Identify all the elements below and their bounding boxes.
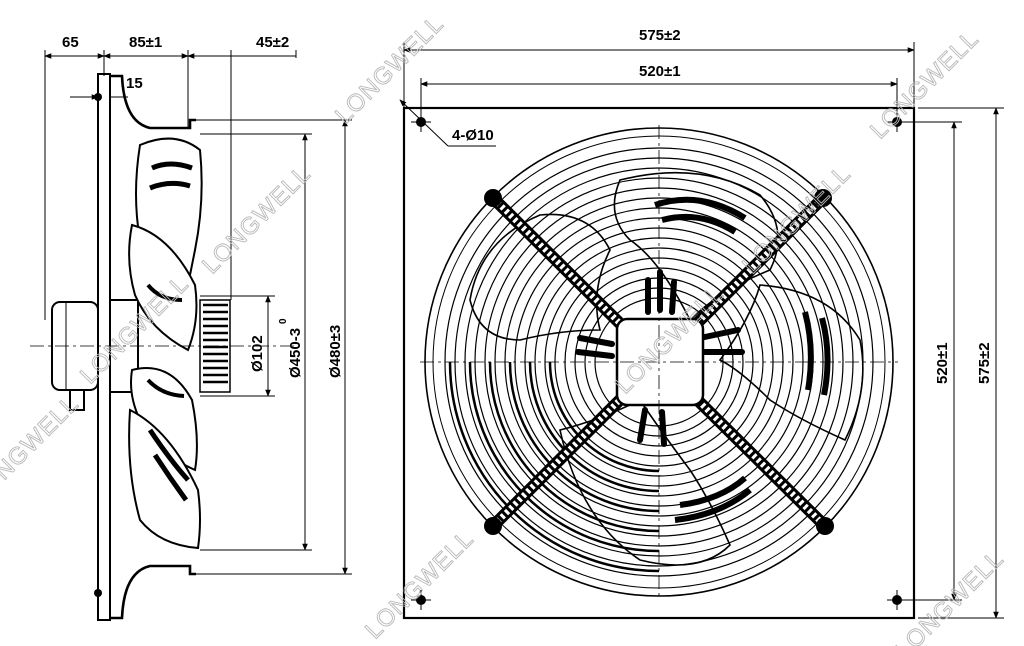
- dim-15: 15: [126, 75, 143, 92]
- dim-height-outer: 575±2: [976, 342, 993, 384]
- dim-width-outer: 575±2: [639, 27, 681, 44]
- dim-dia102: Ø102: [249, 335, 266, 372]
- dim-width-holes: 520±1: [639, 63, 681, 80]
- front-motor-fins: [575, 269, 745, 447]
- venturi-top: [110, 74, 196, 130]
- corner-holes: [411, 112, 907, 610]
- side-blade-2: [128, 223, 198, 352]
- dim-dia450: Ø450-3: [287, 328, 304, 378]
- side-blade-4: [128, 408, 201, 550]
- watermark-2: LONGWELL: [197, 160, 316, 279]
- watermark-5: LONGWELL: [865, 25, 984, 144]
- venturi-bottom: [110, 564, 196, 620]
- plate-bolt-bottom: [94, 589, 102, 597]
- dim-85: 85±1: [129, 34, 162, 51]
- watermark-4: LONGWELL: [0, 390, 84, 509]
- dim-45: 45±2: [256, 34, 289, 51]
- dim-dia480: Ø480±3: [327, 325, 344, 378]
- dim-holes: 4-Ø10: [452, 127, 494, 144]
- side-view: 65 85±1 45±2 15 Ø102 Ø450-3 0 Ø480±3: [30, 34, 352, 621]
- terminal-box: [69, 389, 85, 411]
- front-view: 575±2 520±1 4-Ø10 520±1 575±2: [399, 27, 1004, 620]
- dim-dia450-tol: 0: [278, 318, 289, 324]
- dim-height-holes: 520±1: [934, 342, 951, 384]
- side-blade-3: [130, 367, 198, 472]
- dim-65: 65: [62, 34, 79, 51]
